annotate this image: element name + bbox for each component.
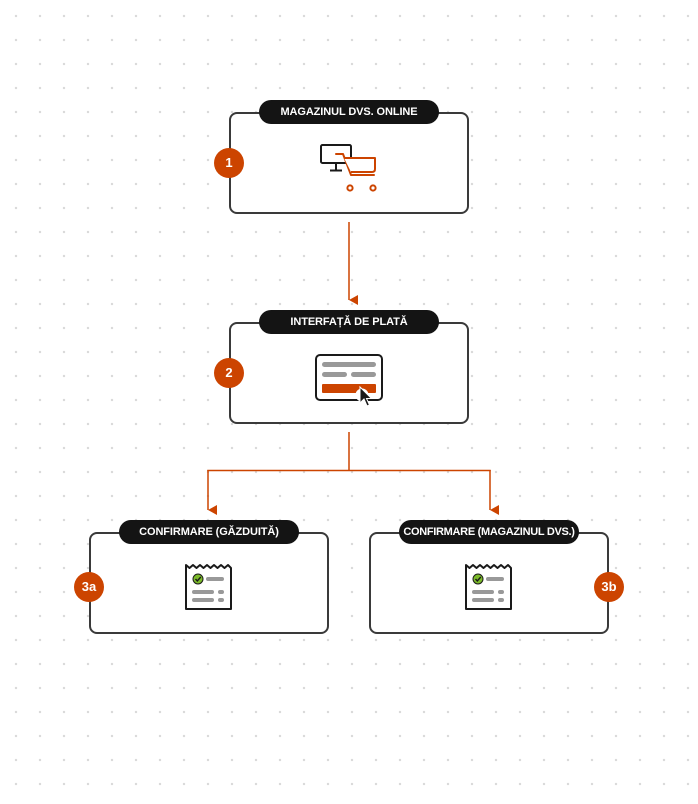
step-3b-label: CONFIRMARE (MAGAZINUL DVS.) [399,520,579,544]
monitor-cart-icon [320,144,377,192]
step-2-badge: 2 [214,358,244,388]
step-2-label: INTERFAȚĂ DE PLATĂ [259,310,439,334]
step-1-label: MAGAZINUL DVS. ONLINE [259,100,439,124]
receipt-icon [465,564,512,610]
step-3a-label: CONFIRMARE (GĂZDUITĂ) [119,520,299,544]
step-3b-badge: 3b [594,572,624,602]
payment-form-icon [315,354,383,407]
step-3a-badge: 3a [74,572,104,602]
step-2-card [229,322,469,424]
receipt-icon [185,564,232,610]
step-1-badge: 1 [214,148,244,178]
